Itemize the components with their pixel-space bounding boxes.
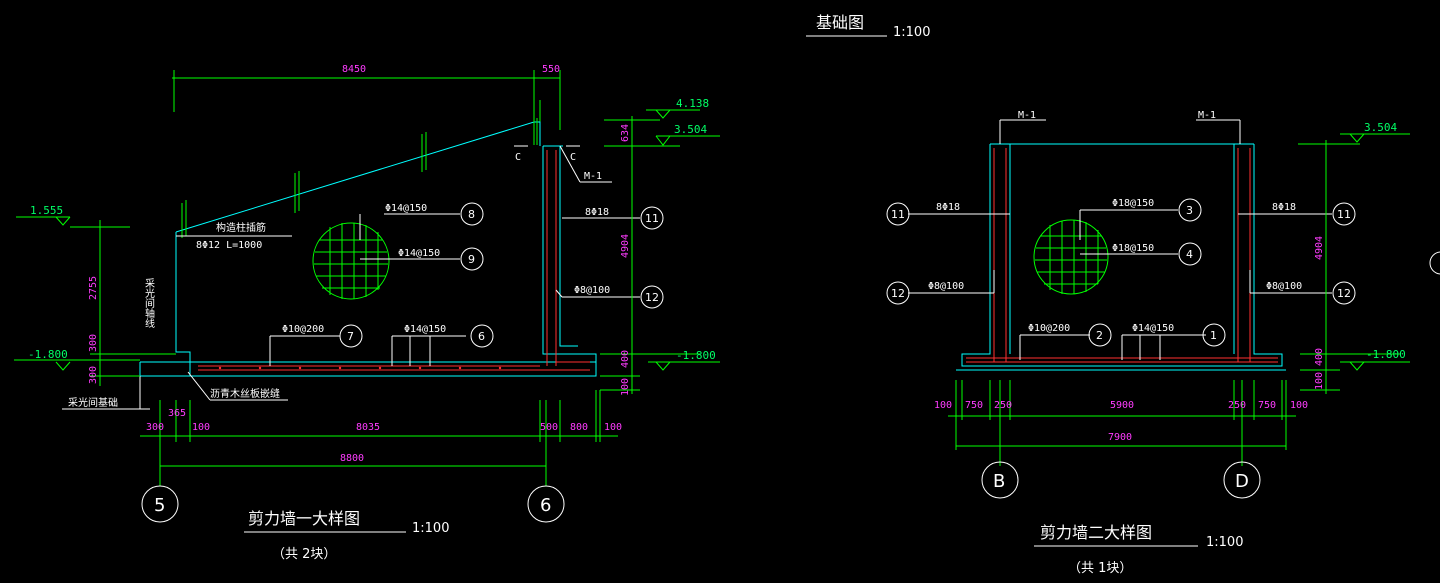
bubble-1: 1 [1210, 329, 1217, 342]
dim-bot-8800: 8800 [340, 453, 364, 464]
m1-right: M-1 [1198, 110, 1216, 121]
note-pit: 采光间基础 [68, 396, 118, 409]
note-asphalt: 沥青木丝板嵌缝 [210, 387, 280, 400]
bubble-4: 4 [1186, 248, 1193, 261]
elev-3504-right: 3.504 [1364, 121, 1397, 134]
dim-r2-bot-250: 250 [994, 400, 1012, 411]
dim-bot-300: 300 [146, 422, 164, 433]
note-c2: C [570, 152, 576, 163]
elev-neg1800-left: -1.800 [28, 348, 68, 361]
dim-r2-bot-100: 100 [934, 400, 952, 411]
bubble-11: 11 [645, 212, 659, 225]
title-top-scale: 1:100 [893, 25, 930, 40]
bubble-left-12: 12 [891, 287, 905, 300]
elev-4138: 4.138 [676, 97, 709, 110]
bubble-2: 2 [1096, 329, 1103, 342]
dim-bot-8035: 8035 [356, 422, 380, 433]
dim-bot-800: 800 [570, 422, 588, 433]
bubble-8: 8 [468, 208, 475, 221]
dim-left-300a: 300 [88, 334, 99, 352]
dim-top-550: 550 [542, 64, 560, 75]
title-top: 基础图 [816, 13, 864, 32]
bubble-right-12: 12 [1337, 287, 1351, 300]
dim-r2-4904: 4904 [1314, 236, 1325, 260]
dim-left-2755: 2755 [88, 276, 99, 300]
bubble-left-11: 11 [891, 208, 905, 221]
rebar-label-r12: Φ8@100 [1266, 281, 1302, 292]
dim-r2-bot-7900: 7900 [1108, 432, 1132, 443]
elev-3504-left: 3.504 [674, 123, 707, 136]
dim-r2-bot-100b: 100 [1290, 400, 1308, 411]
axis-B: B [993, 471, 1005, 492]
dim-r2-bot-250b: 250 [1228, 400, 1246, 411]
dim-left-300b: 300 [88, 366, 99, 384]
rebar-label-4: Φ18@150 [1112, 243, 1154, 254]
rebar-label-8: Φ14@150 [385, 203, 427, 214]
rebar-label-7: Φ10@200 [282, 324, 324, 335]
note-c1: C [515, 152, 521, 163]
bubble-7: 7 [347, 330, 354, 343]
title-wall-1: 剪力墙一大样图 [248, 509, 360, 528]
bubble-3: 3 [1186, 204, 1193, 217]
note-m1: M-1 [584, 171, 602, 182]
dim-r2-bot-750: 750 [965, 400, 983, 411]
count-wall-2: （共 1块） [1068, 561, 1132, 576]
dim-r2-400: 400 [1314, 348, 1325, 366]
dim-right-4904: 4904 [620, 234, 631, 258]
rebar-label-stair: 构造柱插筋 [216, 221, 266, 234]
rebar-label-12: Φ8@100 [574, 285, 610, 296]
dim-bot-500: 500 [540, 422, 558, 433]
bubble-12: 12 [645, 291, 659, 304]
dim-r2-bot-5900: 5900 [1110, 400, 1134, 411]
shear-wall-1-detail: 8450 550 [14, 64, 720, 562]
axis-D: D [1235, 471, 1249, 492]
rebar-label-11: 8Φ18 [585, 207, 609, 218]
count-wall-1: （共 2块） [272, 547, 336, 562]
axis-5: 5 [154, 495, 165, 516]
dim-right-400: 400 [620, 350, 631, 368]
shear-wall-2-detail: M-1 M-1 [886, 110, 1440, 576]
rebar-label-1: Φ14@150 [1132, 323, 1174, 334]
rebar-label-3: Φ18@150 [1112, 198, 1154, 209]
dim-r2-bot-750b: 750 [1258, 400, 1276, 411]
dim-right-634: 634 [620, 124, 631, 142]
dim-bot-100: 100 [192, 422, 210, 433]
bubble-6: 6 [478, 330, 485, 343]
scale-wall-1: 1:100 [412, 521, 449, 536]
title-wall-2: 剪力墙二大样图 [1040, 523, 1152, 542]
rebar-label-6: Φ14@150 [404, 324, 446, 335]
rebar-label-stair2: 8Φ12 L=1000 [196, 240, 262, 251]
scale-wall-2: 1:100 [1206, 535, 1243, 550]
dim-bot-100b: 100 [604, 422, 622, 433]
rebar-label-9: Φ14@150 [398, 248, 440, 259]
rebar-label-2: Φ10@200 [1028, 323, 1070, 334]
dim-top-8450: 8450 [342, 64, 366, 75]
elev-neg1800-right: -1.800 [676, 349, 716, 362]
axis-6: 6 [540, 495, 551, 516]
bubble-9: 9 [468, 253, 475, 266]
dim-bot-365: 365 [168, 408, 186, 419]
m1-left: M-1 [1018, 110, 1036, 121]
rebar-label-l12: Φ8@100 [928, 281, 964, 292]
rebar-label-l11: 8Φ18 [936, 202, 960, 213]
elev-neg1800-r2: -1.800 [1366, 348, 1406, 361]
elev-1555: 1.555 [30, 204, 63, 217]
bubble-right-11: 11 [1337, 208, 1351, 221]
rebar-label-r11: 8Φ18 [1272, 202, 1296, 213]
dim-r2-100: 100 [1314, 372, 1325, 390]
dim-right-100: 100 [620, 378, 631, 396]
note-vert-axis: 采光间轴线 [143, 278, 155, 328]
